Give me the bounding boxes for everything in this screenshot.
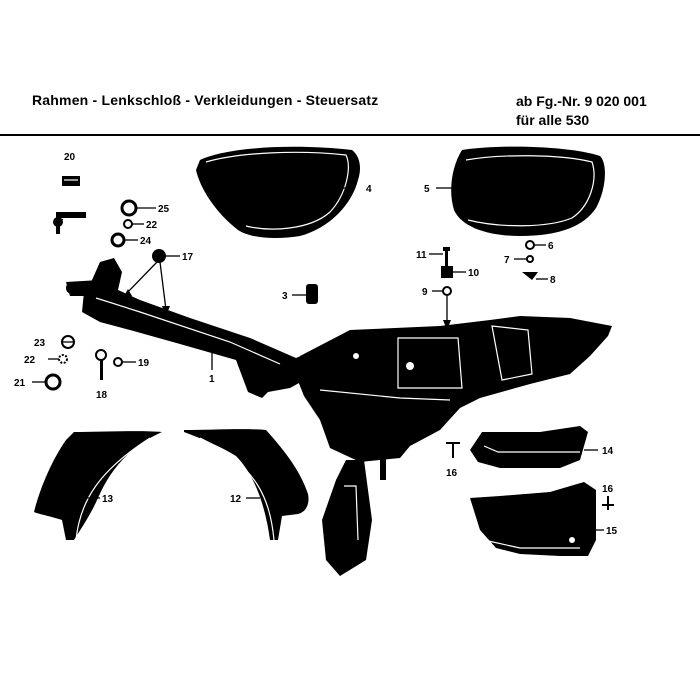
callout-2: 2 [58,212,64,223]
part-leg-shield-left [34,431,162,541]
callout-14: 14 [602,446,614,457]
part-washer-25 [120,199,138,217]
part-frame [66,258,310,398]
page-title: Rahmen - Lenkschloß - Verkleidungen - St… [32,92,379,108]
frame-number-range: ab Fg.-Nr. 9 020 001 [516,93,647,109]
part-washer-22-top [123,219,133,229]
part-fastener-8 [522,272,538,280]
part-steering-lock [53,212,86,234]
callout-8: 8 [550,275,556,286]
callout-5: 5 [424,184,430,195]
part-bolt-16-lower [602,496,614,510]
callout-22-bottom: 22 [24,355,36,366]
callout-13: 13 [102,494,114,505]
callout-15: 15 [606,526,618,537]
callout-12: 12 [230,494,242,505]
part-nut-19 [113,357,123,367]
part-washer-21 [44,373,62,391]
part-trim-panel-lower [470,482,596,556]
part-leg-shield-right [184,429,309,541]
callout-9: 9 [422,287,428,298]
callout-10: 10 [468,268,480,279]
part-plug-3 [306,284,318,304]
callout-4: 4 [366,184,372,195]
callout-20: 20 [64,152,76,163]
part-bracket-10 [441,266,453,278]
part-steering-lock-key [62,176,80,186]
part-side-cover-left [196,146,360,238]
callout-22-top: 22 [146,220,158,231]
part-washer-7 [526,255,534,263]
callout-3: 3 [282,291,288,302]
part-washer-22-bottom [58,354,68,364]
part-rear-frame-section [296,316,612,576]
part-bolt-18 [95,349,107,380]
leader-arrowheads [122,289,451,330]
header-divider [0,134,700,136]
part-grommet-17 [152,249,166,263]
callout-16-upper: 16 [446,468,458,479]
callout-1: 1 [209,374,215,385]
callout-16-lower: 16 [602,484,614,495]
part-washer-6 [525,240,535,250]
model-reference: ab Fg.-Nr. 9 020 001 für alle 530 [516,92,647,130]
leader-lines [32,187,604,531]
callout-7: 7 [504,255,510,266]
callout-25: 25 [158,204,170,215]
part-bolt-16-upper [446,442,460,458]
part-trim-panel-upper [470,426,588,468]
part-washer-24 [110,232,126,248]
callout-11: 11 [416,250,427,261]
part-bolt-11 [443,247,450,268]
part-side-cover-right [451,146,605,236]
model-applicability: für alle 530 [516,112,590,128]
callout-23: 23 [34,338,46,349]
callout-6: 6 [548,241,554,252]
callout-18: 18 [96,390,108,401]
callout-19: 19 [138,358,150,369]
callout-17: 17 [182,252,194,263]
part-nut-9 [442,286,452,296]
callout-24: 24 [140,236,152,247]
callout-21: 21 [14,378,26,389]
